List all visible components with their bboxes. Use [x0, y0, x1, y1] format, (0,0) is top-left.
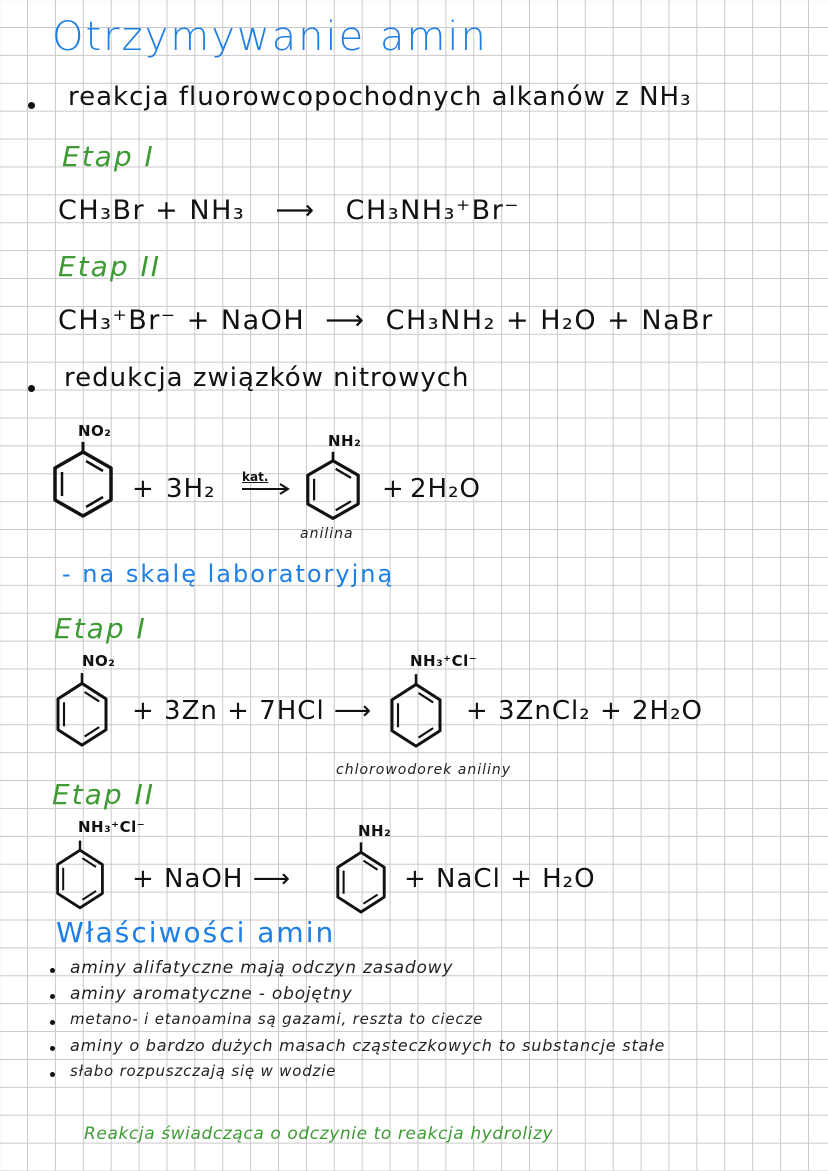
equation-reactants: CH₃⁺Br⁻ + NaOH	[58, 305, 306, 336]
equation-reactants: CH₃Br + NH₃	[58, 195, 246, 226]
benzene-ring-icon	[56, 840, 104, 910]
section3-etap1-label: Etap I	[54, 612, 147, 645]
bullet-dot	[28, 377, 35, 396]
reaction-arrow-icon: ⟶	[325, 305, 366, 336]
reaction-arrow-icon: ⟶	[275, 195, 316, 226]
reaction-middle: + 3Zn + 7HCl ⟶	[132, 696, 373, 726]
bullet-dot	[28, 94, 35, 113]
substituent-label: NH₂	[328, 432, 362, 450]
product-name: anilina	[300, 526, 354, 542]
substituent-label: NO₂	[82, 652, 116, 670]
section2-bullet: redukcja związków nitrowych	[64, 363, 470, 393]
catalyst-label: kat.	[242, 470, 269, 484]
byproduct: 2H₂O	[410, 474, 481, 504]
equation-products: CH₃NH₂ + H₂O + NaBr	[385, 305, 714, 336]
section1-etap1-label: Etap I	[62, 140, 155, 173]
reaction-middle: + NaOH ⟶	[132, 864, 291, 894]
benzene-ring-icon	[306, 451, 360, 520]
substituent-label: NH₃⁺Cl⁻	[410, 652, 478, 670]
byproducts: + NaCl + H₂O	[404, 864, 596, 894]
footnote: Reakcja świadcząca o odczynie to reakcja…	[84, 1124, 554, 1144]
substituent-label: NH₃⁺Cl⁻	[78, 818, 146, 836]
byproducts: + 3ZnCl₂ + 2H₂O	[466, 696, 703, 726]
section1-etap2-label: Etap II	[58, 250, 162, 283]
section3-heading: - na skalę laboratoryjną	[62, 560, 395, 588]
section3-etap2-label: Etap II	[52, 778, 156, 811]
section1-etap2-equation: CH₃⁺Br⁻ + NaOH ⟶ CH₃NH₂ + H₂O + NaBr	[58, 305, 714, 336]
benzene-ring-icon	[390, 674, 442, 748]
benzene-ring-icon	[56, 673, 108, 747]
section1-etap1-equation: CH₃Br + NH₃ ⟶ CH₃NH₃⁺Br⁻	[58, 195, 520, 226]
substituent-label: NH₂	[358, 822, 392, 840]
page-title: Otrzymywanie amin	[52, 14, 488, 60]
product-name: chlorowodorek aniliny	[336, 762, 512, 778]
reagent: 3H₂	[166, 474, 216, 504]
reaction-arrow-icon	[242, 483, 290, 495]
substituent-label: NO₂	[78, 422, 112, 440]
plus-sign: +	[382, 474, 405, 504]
benzene-ring-icon	[53, 442, 113, 518]
equation-products: CH₃NH₃⁺Br⁻	[345, 195, 521, 226]
benzene-ring-icon	[336, 842, 386, 914]
plus-sign: +	[132, 474, 155, 504]
section4-heading: Właściwości amin	[56, 916, 336, 949]
section1-bullet: reakcja fluorowcopochodnych alkanów z NH…	[68, 82, 692, 112]
